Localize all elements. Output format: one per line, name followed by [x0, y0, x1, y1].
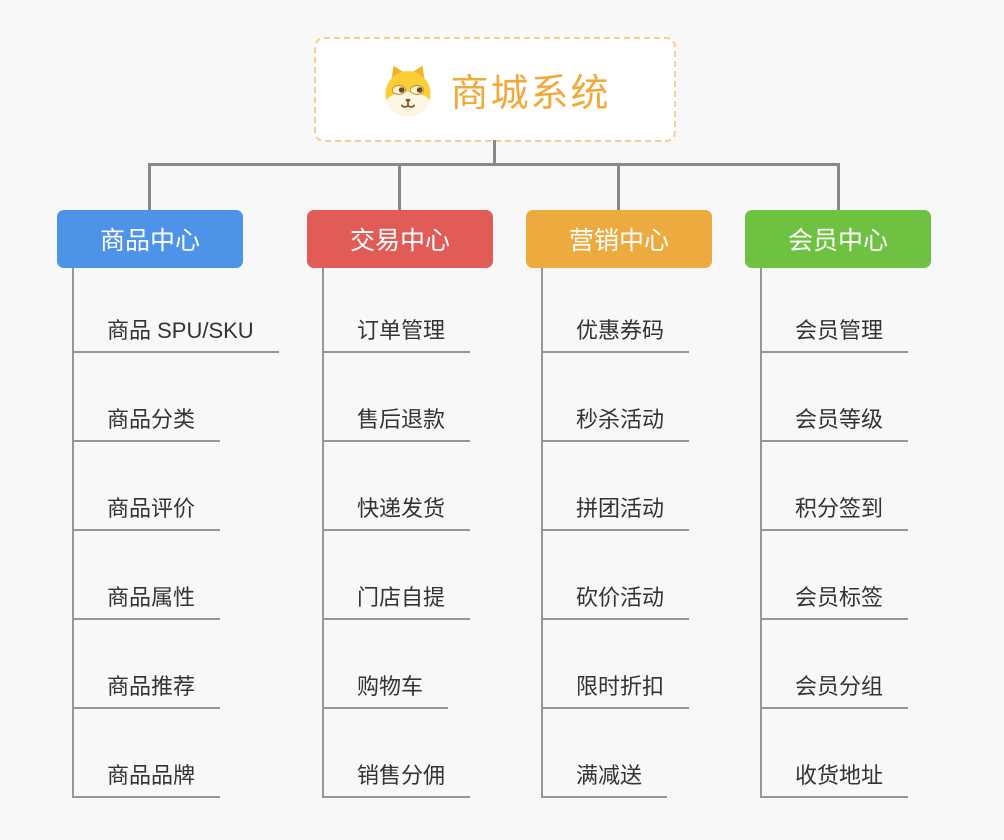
branch-item[interactable]: 商品品牌 — [74, 761, 221, 798]
branch-item[interactable]: 门店自提 — [324, 583, 471, 620]
branch-item[interactable]: 商品推荐 — [74, 672, 221, 709]
branch-header-4[interactable]: 会员中心 — [745, 210, 931, 268]
branch-header-3[interactable]: 营销中心 — [526, 210, 712, 268]
connector-branch-drop — [398, 163, 401, 211]
branch-item[interactable]: 积分签到 — [762, 494, 909, 531]
connector-branch-drop — [837, 163, 840, 211]
connector-horizontal-bar — [149, 163, 839, 166]
connector-branch-drop — [148, 163, 151, 211]
branch-item[interactable]: 优惠券码 — [543, 316, 690, 353]
branch-item[interactable]: 商品分类 — [74, 405, 221, 442]
branch-item[interactable]: 满减送 — [543, 761, 668, 798]
branch-item[interactable]: 商品评价 — [74, 494, 221, 531]
branch-item[interactable]: 拼团活动 — [543, 494, 690, 531]
shiba-dog-icon — [385, 65, 431, 116]
branch-column: 优惠券码秒杀活动拼团活动砍价活动限时折扣满减送 — [541, 268, 793, 798]
branch-column: 会员管理会员等级积分签到会员标签会员分组收货地址 — [760, 268, 1004, 798]
branch-item[interactable]: 秒杀活动 — [543, 405, 690, 442]
connector-root-stem — [493, 140, 496, 164]
branch-column: 商品 SPU/SKU 商品分类商品评价商品属性商品推荐商品品牌 — [72, 268, 324, 798]
branch-item[interactable]: 收货地址 — [762, 761, 909, 798]
branch-item[interactable]: 会员等级 — [762, 405, 909, 442]
root-node[interactable]: 商城系统 — [314, 37, 676, 142]
branch-item[interactable]: 售后退款 — [324, 405, 471, 442]
branch-item[interactable]: 商品 SPU/SKU — [74, 316, 279, 353]
branch-item[interactable]: 会员分组 — [762, 672, 909, 709]
branch-item[interactable]: 销售分佣 — [324, 761, 471, 798]
branch-item[interactable]: 砍价活动 — [543, 583, 690, 620]
branch-item[interactable]: 限时折扣 — [543, 672, 690, 709]
branch-item[interactable]: 商品属性 — [74, 583, 221, 620]
branch-item[interactable]: 会员管理 — [762, 316, 909, 353]
branch-item[interactable]: 快递发货 — [324, 494, 471, 531]
root-title: 商城系统 — [450, 73, 611, 115]
branch-column: 订单管理售后退款快递发货门店自提购物车销售分佣 — [322, 268, 574, 798]
branch-item[interactable]: 会员标签 — [762, 583, 909, 620]
branch-item[interactable]: 订单管理 — [324, 316, 471, 353]
branch-header-1[interactable]: 商品中心 — [57, 210, 243, 268]
connector-branch-drop — [617, 163, 620, 211]
branch-item[interactable]: 购物车 — [324, 672, 449, 709]
branch-header-2[interactable]: 交易中心 — [307, 210, 493, 268]
